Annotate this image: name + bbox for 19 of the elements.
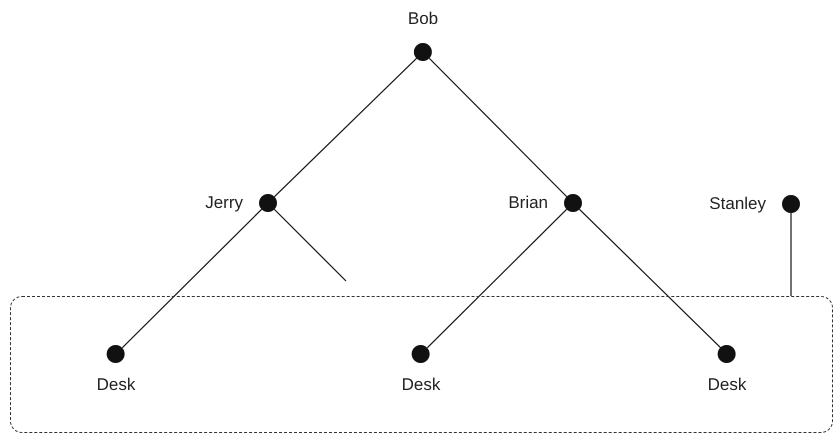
connector-line <box>274 208 346 282</box>
connector-line <box>122 208 262 348</box>
node-label: Stanley <box>709 194 766 214</box>
node-label: Desk <box>402 375 440 395</box>
node-label: Jerry <box>205 193 243 213</box>
person-node <box>508 193 582 213</box>
person-node <box>408 9 438 61</box>
node-label: Desk <box>96 375 136 395</box>
node-label: Brian <box>508 193 548 213</box>
node-label: Bob <box>408 9 438 29</box>
person-node <box>205 193 277 213</box>
connector-line <box>579 208 721 348</box>
connector-line <box>428 58 568 198</box>
connector-line <box>274 58 417 198</box>
group-frame <box>10 296 833 433</box>
connector-line <box>790 213 792 296</box>
connector-line <box>426 208 568 348</box>
node-label: Desk <box>708 375 746 395</box>
person-node <box>709 194 800 214</box>
